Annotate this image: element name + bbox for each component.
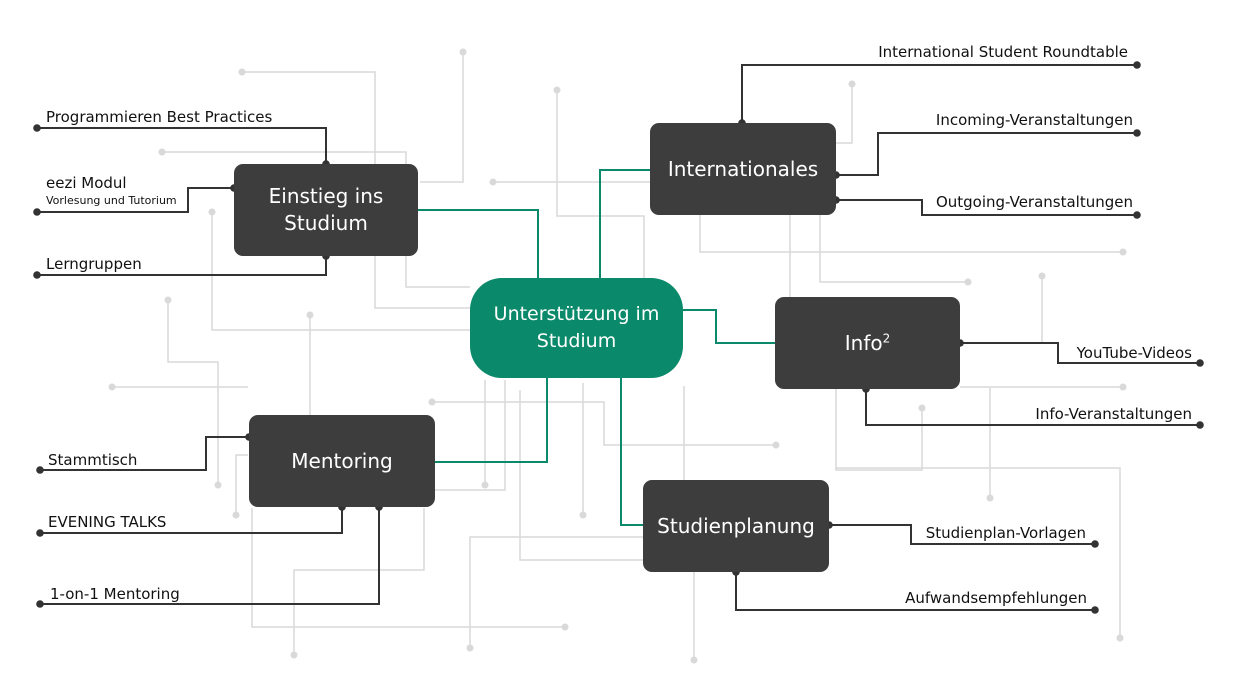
connector-internationales <box>599 169 650 278</box>
background-circuit-dots <box>108 48 1127 664</box>
node-info2[interactable]: Info2 <box>775 297 960 389</box>
center-connectors <box>418 169 775 526</box>
node-einstieg-line1: Einstieg ins <box>268 184 384 208</box>
node-info-label: Info2 <box>845 330 891 357</box>
leaf-info-veranstaltungen[interactable]: Info-Veranstaltungen <box>1035 405 1192 423</box>
leaf-programmieren-best-practices[interactable]: Programmieren Best Practices <box>46 108 273 126</box>
connector-einstieg <box>418 209 539 278</box>
background-circuit-lines <box>112 52 1123 660</box>
leaf-stammtisch[interactable]: Stammtisch <box>48 451 138 469</box>
leaf-aufwandsempfehlungen[interactable]: Aufwandsempfehlungen <box>905 589 1087 607</box>
node-info-superscript: 2 <box>882 330 891 345</box>
node-internationales[interactable]: Internationales <box>650 123 836 215</box>
leaf-international-student-roundtable[interactable]: International Student Roundtable <box>878 43 1128 61</box>
leaf-eezi-modul[interactable]: eezi Modul <box>46 174 127 192</box>
node-mentoring[interactable]: Mentoring <box>249 415 435 507</box>
node-studienplanung[interactable]: Studienplanung <box>643 480 829 572</box>
leaf-eezi-modul-sublabel: Vorlesung und Tutorium <box>46 194 177 207</box>
leaf-evening-talks[interactable]: EVENING TALKS <box>48 513 167 531</box>
node-einstieg-ins-studium[interactable]: Einstieg ins Studium <box>234 164 418 256</box>
connector-info <box>683 309 775 344</box>
node-mentoring-label: Mentoring <box>291 448 393 473</box>
leaf-lerngruppen[interactable]: Lerngruppen <box>46 255 142 273</box>
node-info-text: Info <box>844 330 883 355</box>
leaf-1-on-1-mentoring[interactable]: 1-on-1 Mentoring <box>50 585 180 603</box>
leaf-connectors <box>37 64 1200 611</box>
leaf-outgoing-veranstaltungen[interactable]: Outgoing-Veranstaltungen <box>935 193 1133 211</box>
leaf-incoming-veranstaltungen[interactable]: Incoming-Veranstaltungen <box>935 111 1133 129</box>
center-node-line1: Unterstützung im <box>493 303 660 325</box>
node-einstieg-line2: Studium <box>284 211 368 235</box>
leaf-studienplan-vorlagen[interactable]: Studienplan-Vorlagen <box>925 524 1086 542</box>
connector-studienplanung <box>620 378 643 526</box>
center-node-line2: Studium <box>536 330 617 352</box>
connector-mentoring <box>435 378 548 463</box>
leaf-youtube-videos[interactable]: YouTube-Videos <box>1076 344 1192 362</box>
node-studienplanung-label: Studienplanung <box>657 513 815 538</box>
center-node[interactable]: Unterstützung im Studium <box>470 278 683 378</box>
node-internationales-label: Internationales <box>667 156 819 181</box>
